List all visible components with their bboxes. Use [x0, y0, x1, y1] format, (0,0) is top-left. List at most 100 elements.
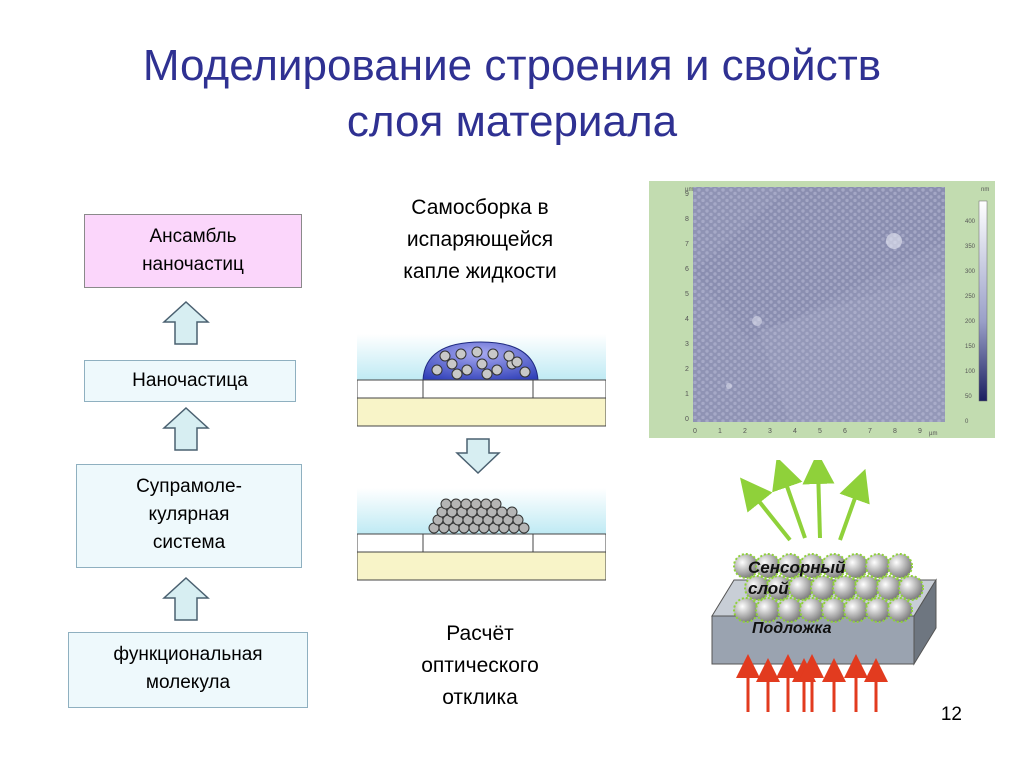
afm-scale-tick: 400 [965, 219, 976, 225]
afm-unit-top: µm [685, 187, 693, 193]
afm-x-tick: 0 [693, 428, 697, 435]
afm-y-tick: 9 [685, 191, 689, 198]
supramolecular-line-1: Супрамоле- [136, 476, 242, 497]
sensor-particle [843, 553, 869, 579]
emitted-light-arrow [838, 468, 870, 541]
ensemble-line-2: наночастиц [142, 254, 244, 275]
afm-scale-tick: 150 [965, 344, 976, 350]
afm-y-tick: 2 [685, 366, 689, 373]
page-number: 12 [940, 704, 962, 725]
incident-light-arrows [736, 654, 888, 712]
afm-x-tick: 1 [718, 428, 722, 435]
droplet-particle [511, 356, 523, 368]
sensor-particle [854, 575, 880, 601]
droplet-particle [451, 368, 463, 380]
molecule-line-1: функциональная [113, 644, 263, 665]
droplet-particles [431, 346, 531, 380]
droplet-particle [471, 346, 483, 358]
stacked-particles [428, 498, 530, 534]
self-assembly-line-1: Самосборка в [411, 196, 549, 219]
droplet-particle [491, 364, 503, 376]
droplet-particle [461, 364, 473, 376]
afm-y-tick: 4 [685, 316, 689, 323]
afm-scale-tick: 250 [965, 294, 976, 300]
molecule-line-2: молекула [145, 672, 231, 693]
droplet-particle [455, 348, 467, 360]
up-arrow-2 [162, 406, 210, 451]
afm-x-tick: 4 [793, 428, 797, 435]
droplet-particle [446, 358, 458, 370]
afm-y-tick: 6 [685, 266, 689, 273]
self-assembly-caption: Самосборка в испаряющейся капле жидкости [360, 192, 600, 288]
emitted-light-arrows [740, 460, 870, 542]
slide-title: Моделирование строения и свойств слоя ма… [0, 38, 1024, 150]
afm-y-tick: 7 [685, 241, 689, 248]
afm-x-tick: 7 [868, 428, 872, 435]
ensemble-line-1: Ансамбль [149, 226, 237, 247]
stacked-particle [518, 522, 530, 534]
afm-x-tick: 8 [893, 428, 897, 435]
optical-line-2: оптического [421, 654, 539, 677]
up-arrow-1 [162, 300, 210, 345]
sensor-diagram [711, 460, 937, 712]
stacked-particle [506, 506, 518, 518]
self-assembly-line-3: капле жидкости [403, 260, 557, 283]
sensor-particle [843, 597, 869, 623]
emitted-light-arrow [772, 460, 807, 539]
afm-y-tick: 3 [685, 341, 689, 348]
afm-unit-right: nm [981, 187, 989, 193]
substrate-label: Подложка [752, 620, 832, 637]
afm-y-tick: 0 [685, 416, 689, 423]
droplet-particle [519, 366, 531, 378]
sensor-layer-label: Сенсорный слой [748, 557, 845, 599]
sensor-particles [733, 553, 924, 623]
optical-line-1: Расчёт [446, 622, 514, 645]
supramolecular-line-3: система [152, 532, 226, 553]
optical-line-3: отклика [442, 686, 518, 709]
droplet-particle [439, 350, 451, 362]
droplet-particle [476, 358, 488, 370]
stacked-particle [450, 498, 462, 510]
nanoparticle-box: Наночастица [84, 360, 296, 402]
droplet-particle [431, 364, 443, 376]
stacked-particle [512, 514, 524, 526]
afm-x-tick: 3 [768, 428, 772, 435]
up-arrow-3 [162, 576, 210, 621]
afm-y-tick: 5 [685, 291, 689, 298]
sensor-particle [876, 575, 902, 601]
down-arrow [455, 438, 501, 475]
supramolecular-line-2: кулярная [148, 504, 230, 525]
emitted-light-arrow [802, 460, 835, 539]
sensor-label-line-1: Сенсорный [748, 558, 846, 577]
afm-x-tick: 5 [818, 428, 822, 435]
nanoparticle-label: Наночастица [132, 370, 248, 391]
afm-x-tick: 6 [843, 428, 847, 435]
title-line-1: Моделирование строения и свойств [142, 41, 882, 90]
supramolecular-box: Супрамоле- кулярная система [76, 464, 302, 568]
stacked-particle [440, 498, 452, 510]
stacked-particle [470, 498, 482, 510]
self-assembly-line-2: испаряющейся [406, 228, 554, 251]
sensor-particle [865, 597, 891, 623]
droplet-particle [487, 348, 499, 360]
afm-x-tick: 2 [743, 428, 747, 435]
afm-scale-tick: 0 [965, 419, 969, 425]
droplet-particle [481, 368, 493, 380]
sensor-particle [887, 553, 913, 579]
molecule-box: функциональная молекула [68, 632, 308, 708]
afm-unit-bottom: µm [929, 431, 937, 437]
afm-y-tick: 1 [685, 391, 689, 398]
deposited-layer-illustration [357, 488, 606, 581]
droplet-particle [503, 350, 515, 362]
stacked-particle [460, 498, 472, 510]
sensor-particle [865, 553, 891, 579]
afm-y-tick: 8 [685, 216, 689, 223]
afm-scale-tick: 300 [965, 269, 976, 275]
afm-scale-tick: 50 [965, 394, 972, 400]
ensemble-box: Ансамбль наночастиц [84, 214, 302, 288]
sensor-particle [898, 575, 924, 601]
title-line-2: слоя материала [346, 97, 678, 146]
afm-x-tick: 9 [918, 428, 922, 435]
